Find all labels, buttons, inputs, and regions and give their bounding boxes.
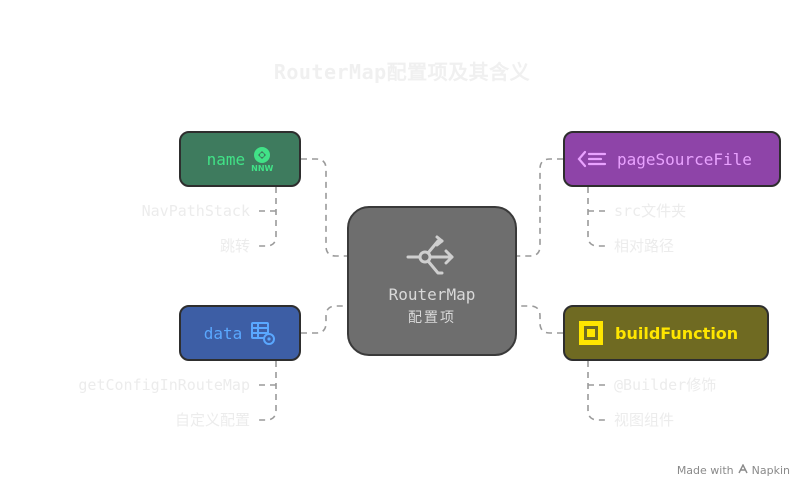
node-name-label: name xyxy=(206,149,246,169)
table-settings-icon xyxy=(250,320,276,346)
fork-icon xyxy=(406,235,458,279)
node-page-source-file-label: pageSourceFile xyxy=(617,149,752,169)
diagram-title: RouterMap配置项及其含义 xyxy=(273,60,531,84)
leaf-connector-name xyxy=(258,187,277,247)
leaf-page-src-folder: src文件夹 xyxy=(614,202,687,220)
leaf-build-view-component: 视图组件 xyxy=(614,411,675,429)
nnw-logo-icon: NNW xyxy=(251,146,273,173)
node-page-source-file[interactable]: pageSourceFile xyxy=(563,131,781,187)
leaf-name-jump: 跳转 xyxy=(219,237,250,255)
leaf-connector-build xyxy=(587,361,606,421)
leaf-data-custom-config: 自定义配置 xyxy=(174,411,250,429)
connector-data xyxy=(301,305,347,334)
node-name[interactable]: name NNW xyxy=(179,131,301,187)
connector-name xyxy=(301,158,347,257)
node-data[interactable]: data xyxy=(179,305,301,361)
node-build-function[interactable]: buildFunction xyxy=(563,305,769,361)
leaf-name-navpathstack: NavPathStack xyxy=(141,202,250,220)
node-build-function-label: buildFunction xyxy=(615,323,739,343)
leaf-connector-data xyxy=(258,361,277,421)
leaf-connector-page xyxy=(587,187,606,247)
napkin-icon xyxy=(738,463,748,477)
leaf-data-getconfig: getConfigInRouteMap xyxy=(78,376,250,394)
frame-icon xyxy=(577,319,605,347)
node-data-label: data xyxy=(203,323,243,343)
nnw-logo-text: NNW xyxy=(251,163,274,173)
connector-build xyxy=(517,305,563,334)
leaf-build-builder: @Builder修饰 xyxy=(614,376,717,394)
napkin-watermark[interactable]: Made with Napkin xyxy=(676,463,790,477)
code-list-icon xyxy=(577,149,607,169)
center-node-routermap[interactable]: RouterMap 配置项 xyxy=(347,206,517,356)
watermark-brand: Napkin xyxy=(751,464,790,477)
center-title: RouterMap xyxy=(388,285,476,304)
center-subtitle: 配置项 xyxy=(408,310,456,326)
leaf-page-relative-path: 相对路径 xyxy=(614,237,675,255)
watermark-prefix: Made with xyxy=(676,464,734,477)
connector-page xyxy=(517,158,563,257)
